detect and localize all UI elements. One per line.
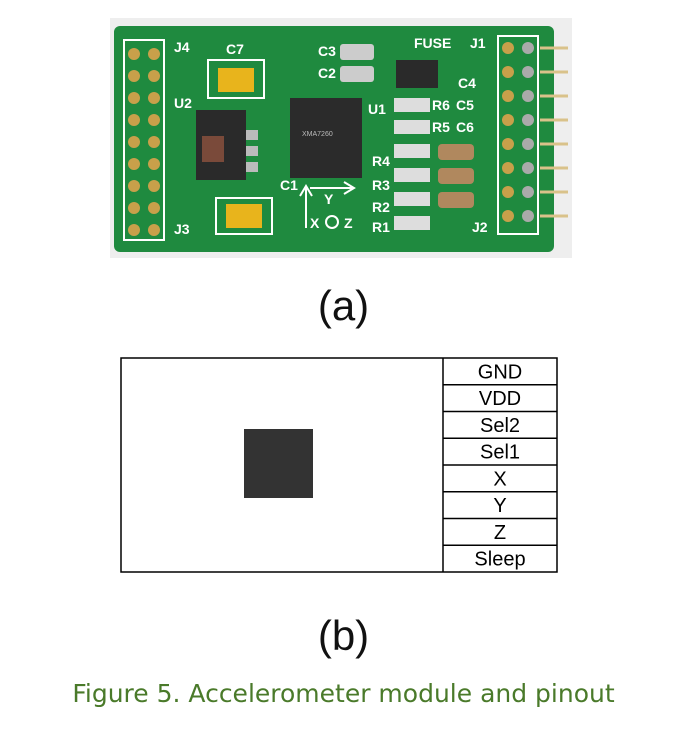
- silk-fuse: FUSE: [414, 35, 451, 51]
- silk-j3: J3: [174, 221, 190, 237]
- capacitor-c5: [438, 168, 474, 184]
- silk-r2: R2: [372, 199, 390, 215]
- silk-y: Y: [324, 191, 334, 207]
- pin-label-vdd: VDD: [479, 388, 521, 410]
- right-header-pin-legs: [540, 46, 568, 218]
- pin-label-sel1: Sel1: [480, 442, 520, 464]
- c7-capacitor: [218, 68, 254, 92]
- silk-z: Z: [344, 215, 353, 231]
- resistor-r6: [394, 98, 430, 112]
- resistor-r1: [394, 216, 430, 230]
- c7-outline: [207, 59, 265, 99]
- silk-c7: C7: [226, 41, 244, 57]
- axis-indicator: [299, 181, 356, 229]
- capacitor-c6: [438, 192, 474, 208]
- silk-r6: R6: [432, 97, 450, 113]
- accelerometer-chip: [244, 429, 313, 498]
- silk-c6: C6: [456, 119, 474, 135]
- pin-label-sleep: Sleep: [474, 549, 525, 571]
- header-j4-outline: [123, 39, 165, 241]
- u2-marking: [202, 136, 224, 162]
- silk-c4: C4: [458, 75, 476, 91]
- silk-j4: J4: [174, 39, 190, 55]
- silk-c1: C1: [280, 177, 298, 193]
- resistor-r5: [394, 120, 430, 134]
- silk-c5: C5: [456, 97, 474, 113]
- capacitor-c4: [438, 144, 474, 160]
- pin-label-gnd: GND: [478, 361, 522, 383]
- silk-j2: J2: [472, 219, 488, 235]
- fuse-component: [396, 60, 438, 88]
- silk-u1: U1: [368, 101, 386, 117]
- silk-r4: R4: [372, 153, 390, 169]
- silk-r3: R3: [372, 177, 390, 193]
- resistor-r3: [394, 168, 430, 182]
- accelerometer-module-photo: XMA7260 J4 C7 C3 C2 FUSE J1 U2 U1 R6 R5 …: [110, 18, 572, 258]
- silk-x: X: [310, 215, 320, 231]
- u1-accelerometer-chip: [290, 98, 362, 178]
- left-header-pins: [128, 48, 160, 236]
- c3-capacitor: [340, 44, 374, 60]
- resistor-r2: [394, 192, 430, 206]
- c2-capacitor: [340, 66, 374, 82]
- silk-u2: U2: [174, 95, 192, 111]
- pin-label-z: Z: [494, 522, 506, 544]
- resistor-r4: [394, 144, 430, 158]
- silk-c3: C3: [318, 43, 336, 59]
- c1-outline: [215, 197, 273, 235]
- pin-label-sel2: Sel2: [480, 415, 520, 437]
- silk-j1: J1: [470, 35, 486, 51]
- pin-label-x: X: [493, 468, 506, 490]
- figure-caption: Figure 5. Accelerometer module and pinou…: [72, 679, 615, 708]
- c1-capacitor: [226, 204, 262, 228]
- label-a: (a): [317, 282, 370, 329]
- silk-r5: R5: [432, 119, 450, 135]
- svg-text:XMA7260: XMA7260: [302, 131, 333, 138]
- pin-label-y: Y: [493, 495, 506, 517]
- label-b: (b): [317, 612, 370, 659]
- silk-r1: R1: [372, 219, 390, 235]
- silk-c2: C2: [318, 65, 336, 81]
- right-header-pins: [502, 42, 534, 222]
- header-j1-outline: [497, 35, 539, 235]
